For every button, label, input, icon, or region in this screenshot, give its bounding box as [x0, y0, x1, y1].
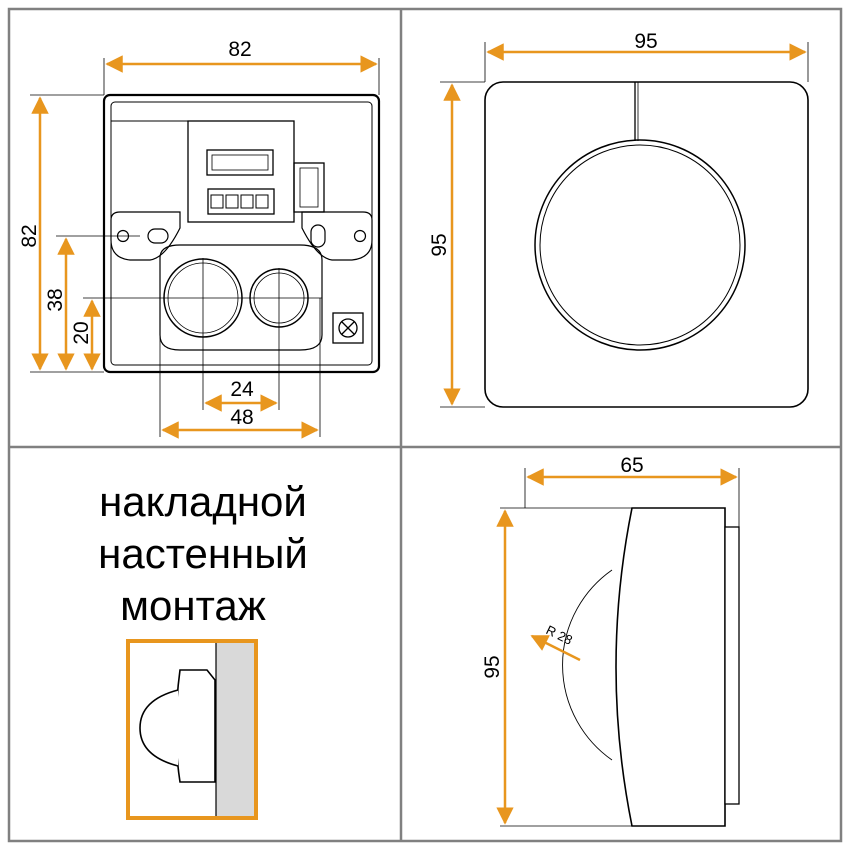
back-dimension-lines — [31, 55, 378, 439]
left-slot — [147, 228, 169, 244]
side-extension-lines — [500, 468, 740, 827]
left-mount-ear — [110, 211, 181, 261]
wall-plate — [724, 526, 740, 805]
knob-radius-arc — [562, 569, 613, 761]
control-knob — [534, 139, 746, 351]
holes-span-label: 48 — [230, 406, 253, 429]
terminal-block — [207, 188, 275, 215]
caption-line-1: накладной — [99, 478, 307, 525]
outer-frame — [7, 7, 843, 843]
back-extension-lines — [30, 58, 380, 437]
panel-grid — [7, 7, 843, 843]
device-body-icon — [175, 669, 216, 783]
back-view-panel: 82 82 38 20 24 48 — [18, 38, 381, 439]
mounting-panel: накладной настенный монтаж — [98, 478, 308, 820]
caption-line-3: монтаж — [120, 582, 266, 629]
cable-entry-boss — [159, 244, 323, 351]
wall-icon — [216, 643, 254, 816]
side-height-label: 95 — [481, 655, 504, 678]
hole-height-label: 20 — [70, 321, 93, 344]
right-screw-hole — [353, 229, 367, 243]
hole-pitch-label: 24 — [230, 378, 254, 401]
front-height-label: 95 — [428, 233, 451, 256]
front-cover-outline — [484, 81, 809, 408]
ground-terminal — [332, 312, 364, 344]
back-width-label: 82 — [228, 38, 251, 61]
front-dimension-lines — [443, 43, 807, 406]
right-slot — [310, 224, 326, 248]
terminal-screws — [210, 194, 269, 209]
side-body-outline — [615, 507, 726, 827]
front-view-panel: 95 95 — [428, 30, 809, 408]
front-width-label: 95 — [634, 30, 657, 53]
side-depth-label: 65 — [620, 454, 643, 477]
back-housing-outline — [102, 93, 381, 374]
caption-line-2: настенный — [98, 530, 308, 577]
knob-icon — [139, 689, 179, 767]
mount-height-label: 38 — [44, 288, 67, 311]
back-height-label: 82 — [18, 224, 41, 247]
side-dimension-lines — [496, 468, 738, 825]
front-extension-lines — [440, 42, 809, 408]
right-mount-ear — [301, 211, 373, 261]
side-connector — [293, 162, 325, 213]
surface-mount-icon — [126, 639, 258, 820]
display-window — [206, 149, 274, 176]
side-view-panel: 65 95 R 28 — [481, 454, 740, 827]
ground-screw-icon — [338, 318, 358, 338]
